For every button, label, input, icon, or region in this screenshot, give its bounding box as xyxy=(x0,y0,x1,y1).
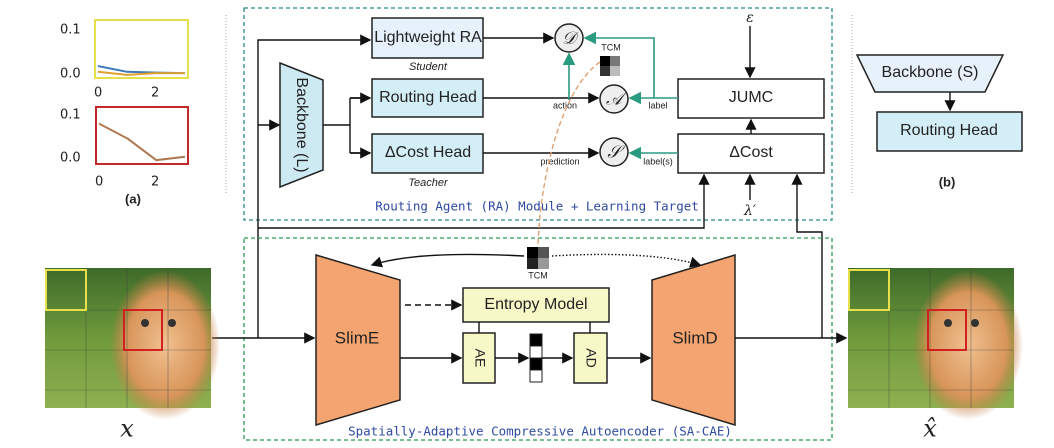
sa-cae-caption: Spatially-Adaptive Compressive Autoencod… xyxy=(348,424,732,439)
plot-frame-bottom xyxy=(95,106,189,165)
panel-b-label: (b) xyxy=(939,174,956,189)
backbone-s xyxy=(855,54,1005,93)
xtick: 2 xyxy=(151,175,159,190)
tcm-link-curve xyxy=(537,61,601,247)
panel-a-label: (a) xyxy=(125,191,141,206)
output-label: 𝑥̂ xyxy=(923,415,937,443)
sa-cae-frame xyxy=(243,237,833,441)
plot-frame-top xyxy=(94,19,189,79)
plot-series-line xyxy=(98,122,186,162)
loss-s-node xyxy=(599,137,629,167)
slim-d xyxy=(651,253,736,427)
slim-e xyxy=(315,253,401,427)
label-label: label xyxy=(648,100,667,110)
ytick: 0.1 xyxy=(60,23,81,38)
slim-e-label: SlimE xyxy=(335,328,379,347)
xtick: 0 xyxy=(94,86,102,101)
ra-module-frame xyxy=(243,7,833,221)
backbone-l xyxy=(279,61,324,189)
labels-label: label(s) xyxy=(643,156,673,166)
latent-bitstream xyxy=(529,333,543,383)
loss-d-symbol: 𝒟 xyxy=(562,29,579,49)
backbone-s-label: Backbone (S) xyxy=(882,64,979,81)
action-label: action xyxy=(553,100,577,110)
loss-a-node xyxy=(599,84,629,114)
ad-box xyxy=(573,332,608,384)
loss-a-symbol: 𝒜 xyxy=(606,90,627,110)
tcm-map-top xyxy=(600,56,620,76)
delta-cost-label: ΔCost xyxy=(729,144,773,161)
ad-label: AD xyxy=(583,348,599,367)
ra-label-arrows xyxy=(562,31,678,160)
loss-d-node xyxy=(554,23,584,53)
xtick: 2 xyxy=(151,86,159,101)
output-image xyxy=(848,268,1023,420)
routing-head-s-label: Routing Head xyxy=(900,122,998,139)
panel-a-plots: 0.1 0.0 0 2 0.1 0.0 0 2 (a) xyxy=(60,19,189,206)
ytick: 0.0 xyxy=(60,151,81,166)
routing-head-label: Routing Head xyxy=(379,89,477,106)
cost-head-box xyxy=(371,133,484,174)
sa-cae-arrows xyxy=(212,253,848,364)
plot-series-line xyxy=(97,70,185,76)
ae-label: AE xyxy=(472,349,488,368)
slim-d-label: SlimD xyxy=(672,328,717,347)
entropy-model-label: Entropy Model xyxy=(484,296,587,313)
ytick: 0.0 xyxy=(60,67,81,82)
ra-module-caption: Routing Agent (RA) Module + Learning Tar… xyxy=(375,199,699,214)
plot-lines-top xyxy=(97,65,186,76)
tcm-label-top: TCM xyxy=(601,42,621,52)
prediction-label: prediction xyxy=(540,156,579,166)
backbone-l-label: Backbone (L) xyxy=(293,77,310,172)
lambda-symbol: λ′ xyxy=(743,203,757,219)
epsilon-symbol: ε xyxy=(746,10,754,26)
student-label: Student xyxy=(409,61,448,73)
tcm-label-bottom: TCM xyxy=(528,270,548,280)
routing-head-s-box xyxy=(876,111,1023,152)
routing-head-box xyxy=(371,78,484,118)
teacher-label: Teacher xyxy=(408,177,449,189)
ytick: 0.1 xyxy=(60,108,81,123)
jumc-label: JUMC xyxy=(729,89,773,106)
xtick: 0 xyxy=(95,175,103,190)
tcm-map-bottom xyxy=(527,247,549,269)
cost-head-label: ΔCost Head xyxy=(385,144,471,161)
input-label: 𝑥 xyxy=(120,415,134,443)
input-image xyxy=(45,268,220,420)
entropy-model-box xyxy=(462,287,610,323)
plot-lines-bottom xyxy=(98,122,186,162)
jumc-box xyxy=(677,78,825,119)
lightweight-ra-label: Lightweight RA xyxy=(374,29,482,46)
ra-arrows xyxy=(257,26,823,338)
